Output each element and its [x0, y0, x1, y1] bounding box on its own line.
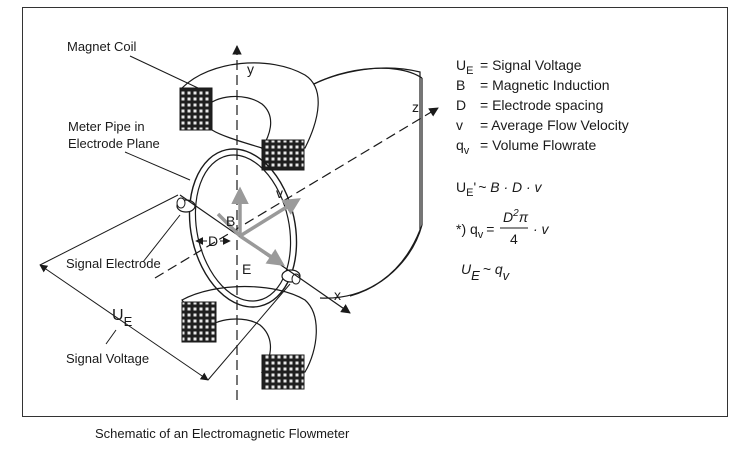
legend-symbol: D [456, 97, 466, 113]
signal-electrode-label: Signal Electrode [66, 256, 161, 271]
signal-voltage-label: Signal Voltage [66, 351, 149, 366]
eq2-equals: = [486, 221, 494, 237]
pipe-cylinder [299, 67, 423, 299]
eq2-num-tail: π [519, 209, 529, 225]
vector-e-label: E [242, 261, 251, 277]
eq1-lhs-sub: E [466, 187, 473, 199]
vector-v-label: v [276, 185, 283, 201]
ue-left-label: UE [112, 307, 133, 329]
electrode-spacing-label: D [208, 233, 218, 249]
equation-1: UE'~ B · D · v [456, 179, 543, 199]
eq1-lhs: U [456, 179, 466, 195]
lower-coil-front-winding [181, 301, 217, 343]
equation-2-prefix: *) qv= [456, 221, 494, 241]
legend-meaning: = Magnetic Induction [480, 77, 610, 93]
legend-symbol-sub: v [464, 145, 470, 157]
ue-left-sub: E [124, 314, 133, 329]
leader-lines [39, 55, 291, 381]
right-electrode [281, 269, 301, 285]
legend-row: UE [456, 57, 473, 77]
eq2-num-sup: 2 [512, 208, 519, 219]
legend-row: B [456, 77, 465, 93]
legend-symbol: U [456, 57, 466, 73]
lower-coil-back-winding [261, 354, 305, 390]
equation-2-numerator: D2π [503, 208, 529, 225]
legend-symbol: B [456, 77, 465, 93]
legend-row: D [456, 97, 466, 113]
vector-b-label: B [226, 213, 235, 229]
lower-magnet-coil [181, 285, 317, 390]
legend-meaning: = Volume Flowrate [480, 137, 597, 153]
ue-left-main: U [112, 307, 124, 324]
axis-y-label: y [247, 61, 254, 77]
legend-meaning: = Average Flow Velocity [480, 117, 629, 133]
meter-pipe-label-line2: Electrode Plane [68, 136, 160, 151]
axis-x-label: x [334, 287, 341, 303]
legend-row: qv [456, 137, 470, 157]
legend-symbol-sub: E [466, 65, 473, 77]
eq2-prefix-sub: v [478, 229, 484, 241]
left-electrode [176, 197, 196, 213]
eq2-prefix: *) q [456, 221, 478, 237]
figure-caption: Schematic of an Electromagnetic Flowmete… [95, 426, 350, 441]
eq2-num: D [503, 209, 513, 225]
eq1-rhs: ~ B · D · v [478, 179, 542, 195]
meter-pipe-label-line1: Meter Pipe in [68, 119, 145, 134]
field-vectors: B v E D [195, 185, 301, 277]
legend-meaning: = Electrode spacing [480, 97, 603, 113]
eq3-tilde: ~ q [483, 261, 503, 277]
axis-z-label: z [412, 99, 419, 115]
eq3-lhs-sub: E [471, 268, 480, 283]
eq3-sub: v [503, 268, 511, 283]
magnet-coil-label: Magnet Coil [67, 39, 136, 54]
legend-row: v [456, 117, 463, 133]
eq3-lhs: U [461, 261, 472, 277]
upper-coil-front-winding [179, 87, 213, 131]
eq1-mark: ' [473, 179, 476, 195]
eq2-tail: · v [533, 221, 550, 237]
eq2-denominator: 4 [510, 231, 518, 247]
legend-meaning: = Signal Voltage [480, 57, 582, 73]
upper-coil-back-winding [261, 139, 305, 171]
equations: UE'~ B · D · v *) qv= D2π 4 · v UE~ qv [456, 179, 550, 283]
upper-magnet-coil [179, 62, 319, 171]
legend-symbol: q [456, 137, 464, 153]
equation-3: UE~ qv [461, 261, 511, 283]
legend-symbol: v [456, 117, 463, 133]
